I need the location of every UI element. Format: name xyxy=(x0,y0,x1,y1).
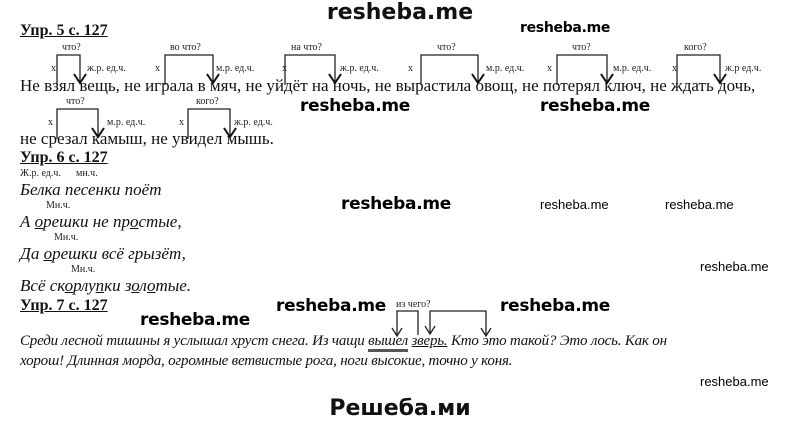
question-label: на что? xyxy=(291,42,322,53)
bracket xyxy=(56,54,81,85)
underlined-letter: о xyxy=(129,212,139,231)
form-label: м.р. ед.ч. xyxy=(216,63,255,74)
form-label: ж.р ед.ч. xyxy=(725,63,762,74)
form-label: м.р. ед.ч. xyxy=(613,63,652,74)
bracket xyxy=(284,54,336,85)
x-mark: х xyxy=(282,63,287,74)
underlined-letter: о xyxy=(64,276,74,295)
x-mark: х xyxy=(51,63,56,74)
form-label: ж.р. ед.ч. xyxy=(340,63,379,74)
watermark: resheba.me xyxy=(341,194,452,214)
underlined-letter: о xyxy=(147,276,156,295)
text: решки всё грызёт, xyxy=(52,244,186,263)
question-label: кого? xyxy=(684,42,707,53)
form-label: ж.р. ед.ч. xyxy=(234,117,273,128)
question-label: что? xyxy=(62,42,81,53)
question-label: что? xyxy=(66,96,85,107)
watermark: resheba.me xyxy=(500,296,611,316)
underlined-letter: о xyxy=(34,212,44,231)
ex7-question: из чего? xyxy=(396,299,431,310)
ex6-note: Ж.р. ед.ч. xyxy=(20,168,61,179)
text: стые, xyxy=(138,212,182,231)
x-mark: х xyxy=(48,117,53,128)
subject: зверь. xyxy=(411,333,448,349)
underlined-letter: о xyxy=(43,244,53,263)
ex6-note: мн.ч. xyxy=(76,168,98,179)
ex6-heading: Упр. 6 с. 127 xyxy=(20,149,108,166)
watermark: resheba.me xyxy=(540,96,651,116)
text: Белка песенки поёт xyxy=(20,180,162,199)
x-mark: х xyxy=(408,63,413,74)
text: тые. xyxy=(155,276,192,295)
arrow-down-icon xyxy=(713,73,727,85)
question-label: кого? xyxy=(196,96,219,107)
ex6-note: Мн.ч. xyxy=(46,200,71,211)
footer-title: Решеба.ми xyxy=(329,396,471,421)
x-mark: х xyxy=(155,63,160,74)
poem-line: Всё скорлупки золотые. xyxy=(20,276,191,296)
underlined-letter: п xyxy=(95,276,105,295)
underlined-letter: о xyxy=(131,276,140,295)
watermark: resheba.me xyxy=(140,310,251,330)
ex5-line2: не срезал камыш, не увидел мышь. xyxy=(20,129,274,148)
text: Среди лесной тишины я услышал хруст снег… xyxy=(20,333,369,349)
form-label: ж.р. ед.ч. xyxy=(87,63,126,74)
arrow-down-icon xyxy=(223,127,237,139)
arrow-down-icon xyxy=(600,73,614,85)
arrow-down-icon xyxy=(471,73,485,85)
watermark: resheba.me xyxy=(700,259,769,274)
bracket xyxy=(420,54,479,85)
x-mark: х xyxy=(547,63,552,74)
watermark: resheba.me xyxy=(276,296,387,316)
bracket xyxy=(56,108,99,139)
ex6-note: Мн.ч. xyxy=(71,264,96,275)
watermark: resheba.me xyxy=(700,374,769,389)
watermark: resheba.me xyxy=(300,96,411,116)
predicate: вышел xyxy=(368,333,408,352)
question-label: что? xyxy=(437,42,456,53)
bracket xyxy=(556,54,608,85)
poem-line: Да орешки всё грызёт, xyxy=(20,244,186,264)
watermark: resheba.me xyxy=(540,197,609,212)
watermark: resheba.me xyxy=(665,197,734,212)
watermark: resheba.me xyxy=(520,20,611,36)
text: ки з xyxy=(104,276,132,295)
bracket xyxy=(676,54,721,85)
poem-line: Белка песенки поёт xyxy=(20,180,162,200)
bracket xyxy=(187,108,231,139)
ex5-line1: Не взял вещь, не играла в мяч, не уйдёт … xyxy=(20,76,756,95)
question-label: во что? xyxy=(170,42,201,53)
poem-line: А орешки не простые, xyxy=(20,212,182,232)
text: рлу xyxy=(73,276,96,295)
text: Всё ск xyxy=(20,276,65,295)
ex7-heading: Упр. 7 с. 127 xyxy=(20,297,108,314)
form-label: м.р. ед.ч. xyxy=(486,63,525,74)
site-title: resheba.me xyxy=(326,0,474,25)
ex7-line2: хорош! Длинная морда, огромные ветвистые… xyxy=(20,353,513,369)
question-label: что? xyxy=(572,42,591,53)
text: А xyxy=(20,212,35,231)
arrow-down-icon xyxy=(73,73,87,85)
text: л xyxy=(139,276,147,295)
ex6-note: Мн.ч. xyxy=(54,232,79,243)
x-mark: х xyxy=(672,63,677,74)
x-mark: х xyxy=(179,117,184,128)
text: Кто это такой? Это лось. Как он xyxy=(447,333,667,349)
bracket xyxy=(164,54,214,85)
arrow-down-icon xyxy=(91,127,105,139)
ex7-line1: Среди лесной тишины я услышал хруст снег… xyxy=(20,333,667,352)
text: решки не пр xyxy=(43,212,130,231)
ex5-heading: Упр. 5 с. 127 xyxy=(20,22,108,39)
arrow-down-icon xyxy=(206,73,220,85)
form-label: м.р. ед.ч. xyxy=(107,117,146,128)
arrow-down-icon xyxy=(328,73,342,85)
text: Да xyxy=(20,244,44,263)
